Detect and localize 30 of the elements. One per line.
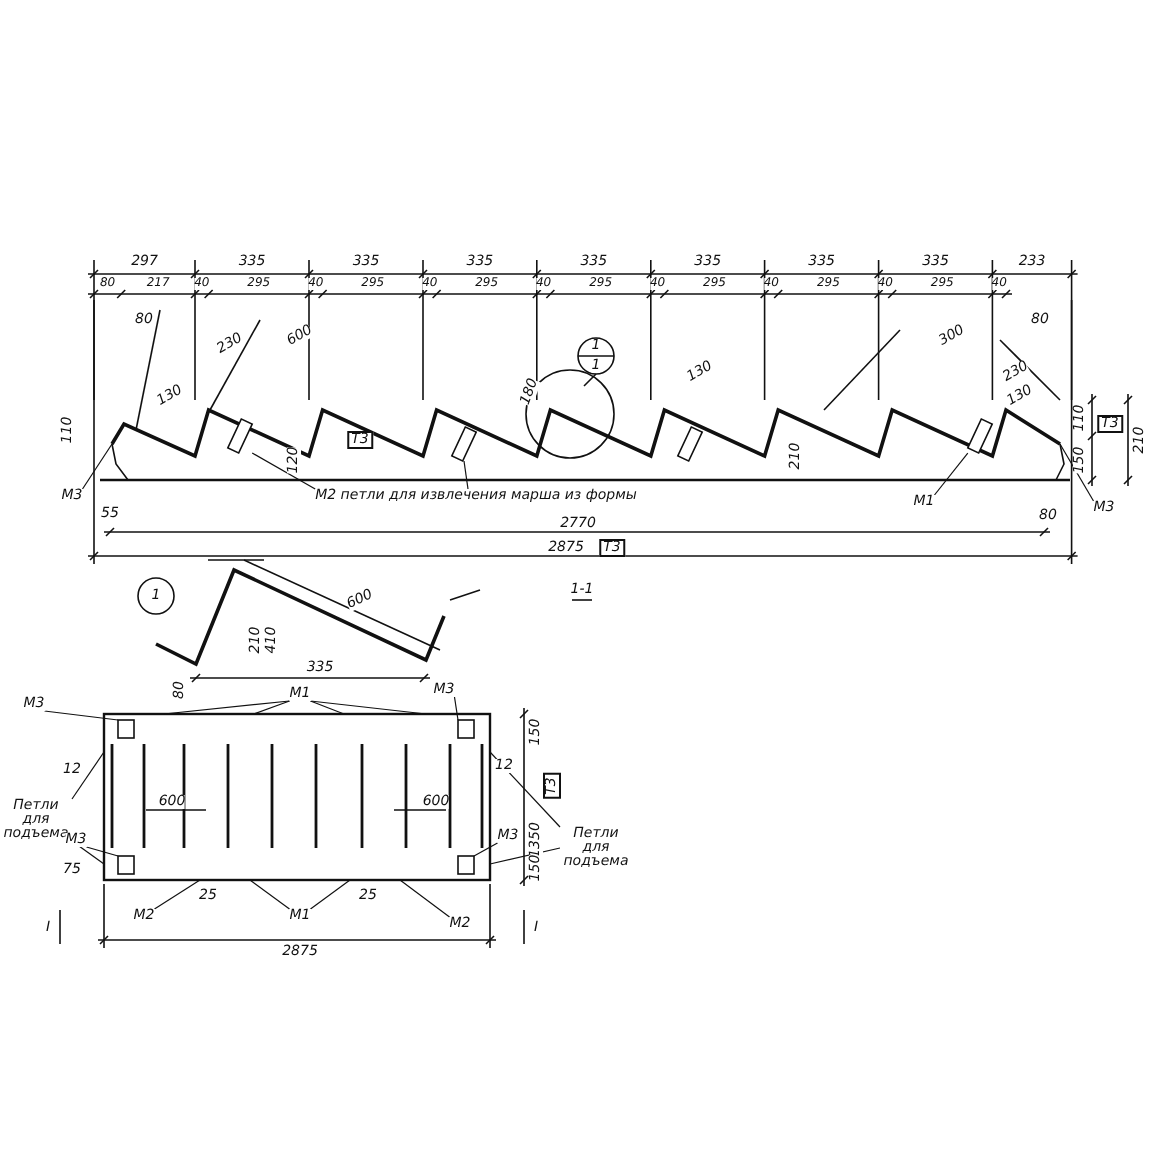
leader-line xyxy=(489,751,561,828)
leader-line xyxy=(249,879,291,910)
leader-line xyxy=(309,700,427,715)
slab-plan-drawing xyxy=(102,712,492,882)
embedded-plate xyxy=(457,719,475,739)
leader-line xyxy=(933,452,969,496)
leader-line xyxy=(399,879,451,918)
stair-elevation-drawing xyxy=(100,407,1070,482)
embedded-plate xyxy=(117,719,135,739)
lifting-loop xyxy=(226,417,254,455)
leader-line xyxy=(309,700,345,715)
leader-line xyxy=(43,710,119,721)
leader-line xyxy=(81,443,113,490)
leader-line xyxy=(489,847,561,865)
lifting-loop xyxy=(676,425,704,463)
leader-line xyxy=(71,751,105,800)
leader-line xyxy=(253,700,291,715)
leader-line xyxy=(1059,443,1095,502)
leader-line xyxy=(463,460,469,490)
embedded-plate xyxy=(457,855,475,875)
leader-line xyxy=(453,696,459,721)
lifting-loop xyxy=(966,417,994,455)
leader-line xyxy=(473,842,499,857)
embedded-plate xyxy=(117,855,135,875)
leader-line xyxy=(251,452,316,490)
lifting-loop xyxy=(450,425,478,463)
leader-line xyxy=(85,846,119,857)
leader-line xyxy=(309,879,351,910)
leader-line xyxy=(163,700,291,715)
leader-line xyxy=(153,879,201,910)
